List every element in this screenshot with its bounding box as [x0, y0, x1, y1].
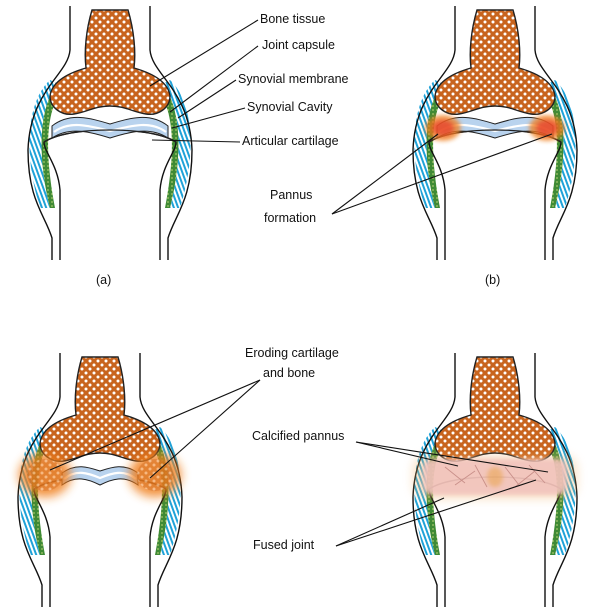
fused-joint-center — [487, 467, 503, 487]
pointer-bone-tissue — [149, 19, 259, 87]
pointer-synovial-membrane — [177, 79, 237, 119]
label-fused-joint: Fused joint — [253, 538, 315, 552]
pointer-calcified-left — [355, 441, 459, 467]
pointer-eroding-left — [49, 379, 261, 471]
caption-a: (a) — [96, 273, 111, 287]
pointer-eroding-right — [149, 379, 261, 479]
label-pannus: Pannus — [270, 188, 312, 202]
label-synovial-membrane: Synovial membrane — [238, 72, 349, 86]
articular-cartilage-a — [51, 116, 169, 139]
caption-b: (b) — [485, 273, 500, 287]
panel-c-labels: Eroding cartilage and bone — [49, 346, 339, 479]
label-eroding-cartilage: Eroding cartilage — [245, 346, 339, 360]
pointer-synovial-cavity — [171, 107, 246, 129]
label-articular-cartilage: Articular cartilage — [242, 134, 339, 148]
label-and-bone: and bone — [263, 366, 315, 380]
pointer-calcified-right — [355, 441, 549, 473]
label-calcified-pannus: Calcified pannus — [252, 429, 344, 443]
pointer-fused-left — [335, 497, 445, 547]
pointer-pannus-right — [331, 133, 553, 215]
panel-d-fused-joint — [412, 352, 578, 608]
panel-b-labels: Pannus formation (b) — [264, 133, 553, 287]
pointer-fused-right — [335, 479, 537, 547]
panel-c-eroding-cartilage — [17, 352, 183, 608]
panel-b-pannus-formation — [412, 5, 578, 261]
pointer-pannus-left — [331, 133, 439, 215]
pointer-articular-cartilage — [151, 139, 241, 143]
label-joint-capsule: Joint capsule — [262, 38, 335, 52]
label-formation: formation — [264, 211, 316, 225]
label-synovial-cavity: Synovial Cavity — [247, 100, 333, 114]
panel-a-labels: Bone tissue Joint capsule Synovial membr… — [96, 12, 349, 287]
label-bone-tissue: Bone tissue — [260, 12, 325, 26]
synovial-cavity-a — [53, 123, 167, 133]
pointer-joint-capsule — [169, 45, 259, 113]
panel-a-normal-joint — [27, 5, 193, 261]
panel-d-labels: Calcified pannus Fused joint — [252, 429, 549, 552]
